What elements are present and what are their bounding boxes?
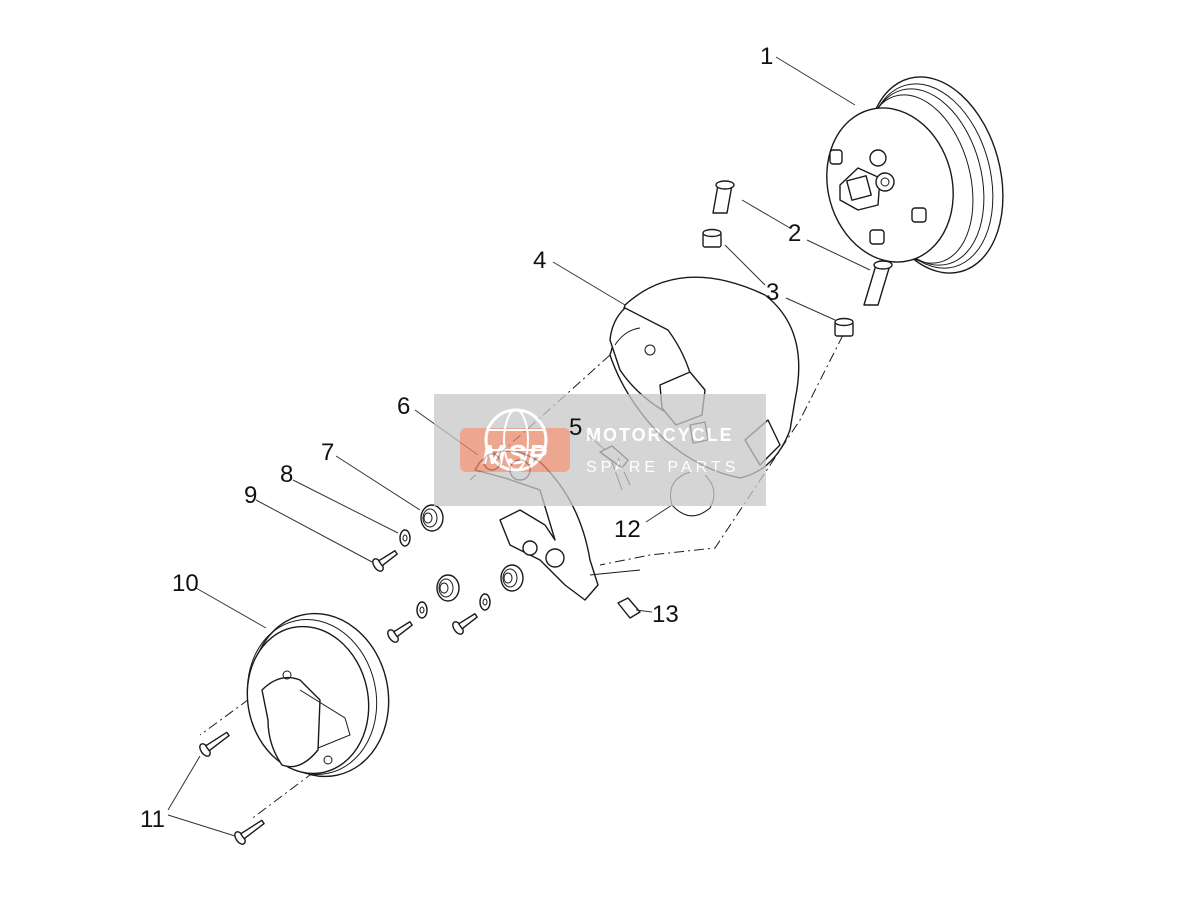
callout-5: 5 (569, 414, 582, 441)
callout-3: 3 (766, 279, 779, 306)
part-8-washers (399, 529, 491, 619)
callout-2: 2 (788, 220, 801, 247)
callout-4: 4 (533, 247, 546, 274)
callout-8: 8 (280, 461, 293, 488)
part-11-screws (199, 731, 265, 845)
part-2-pins (712, 180, 893, 306)
part-10-bezel (246, 612, 390, 778)
callout-7: 7 (321, 439, 334, 466)
watermark-logo-text: MSP (482, 439, 549, 470)
callout-9: 9 (244, 482, 257, 509)
callout-10: 10 (172, 570, 199, 597)
part-7-grommets (420, 504, 524, 602)
callout-1: 1 (760, 43, 773, 70)
callout-12: 12 (614, 516, 641, 543)
part-9-screws (372, 550, 478, 643)
leader-lines (167, 56, 871, 837)
watermark: MSP MOTORCYCLE SPARE PARTS (434, 394, 766, 506)
callout-6: 6 (397, 393, 410, 420)
callout-13: 13 (652, 601, 679, 628)
callout-labels: 1 2 3 4 5 6 7 8 9 10 11 12 13 (140, 43, 801, 833)
callout-11: 11 (140, 806, 165, 833)
part-13-connector (617, 597, 641, 619)
watermark-line2: SPARE PARTS (586, 459, 739, 476)
watermark-line1: MOTORCYCLE (586, 425, 734, 445)
part-3-bushings (702, 228, 854, 337)
part-1-instrument-housing (826, 76, 1004, 274)
